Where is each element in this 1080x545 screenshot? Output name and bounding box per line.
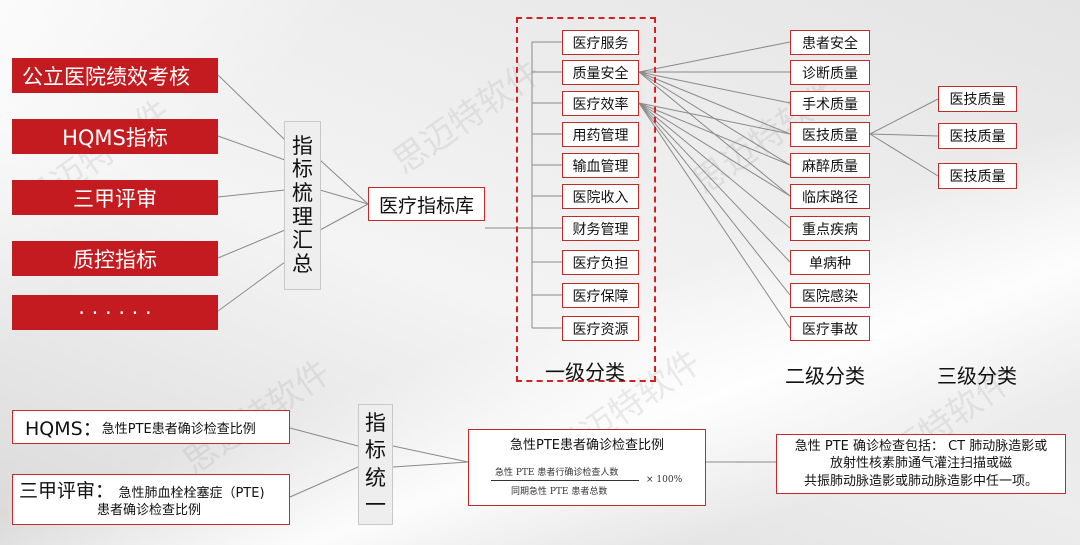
formula-factor: × 100% — [646, 475, 683, 485]
level1-item: 用药管理 — [562, 122, 639, 147]
unify-char: 一 — [365, 492, 386, 517]
source-performance-assessment: 公立医院绩效考核 — [12, 58, 218, 93]
level1-item: 医疗保障 — [562, 283, 639, 308]
level2-item: 诊断质量 — [790, 60, 870, 85]
level1-item: 质量安全 — [562, 60, 639, 85]
level3-item: 医技质量 — [938, 123, 1017, 149]
pte-note-line2: 放射性核素肺通气灌注扫描或磁 — [829, 456, 1012, 472]
summary-char: 理 — [292, 204, 313, 229]
unify-char: 标 — [365, 438, 386, 463]
formula-fraction-line — [491, 480, 639, 481]
level1-item: 医疗服务 — [562, 30, 639, 55]
level2-item: 手术质量 — [790, 91, 870, 116]
summary-char: 梳 — [292, 180, 313, 205]
indicator-library: 医疗指标库 — [368, 187, 485, 221]
level1-item: 输血管理 — [562, 153, 639, 178]
level2-item: 医院感染 — [790, 283, 870, 308]
summary-char: 标 — [292, 157, 313, 182]
pte-note-line3: 共振肺动脉造影或肺动脉造影中任一项。 — [803, 473, 1038, 489]
level2-item: 麻醉质量 — [790, 153, 870, 178]
source-tertiary-review: 三甲评审 — [12, 180, 218, 215]
level2-item: 患者安全 — [790, 30, 870, 55]
unify-char: 指 — [365, 410, 386, 435]
hqms-definition: HQMS： 急性PTE患者确诊检查比例 — [12, 410, 290, 444]
formula-title: 急性PTE患者确诊检查比例 — [510, 438, 664, 453]
formula-box: 急性PTE患者确诊检查比例 急性 PTE 患者行确诊检查人数 同期急性 PTE … — [468, 429, 706, 506]
source-qc-indicators: 质控指标 — [12, 241, 218, 276]
tertiary-review-definition: 三甲评审： 急性肺血栓栓塞症（PTE) 患者确诊检查比例 — [12, 474, 290, 525]
pte-note: 急性 PTE 确诊检查包括： CT 肺动脉造影或 放射性核素肺通气灌注扫描或磁 … — [776, 434, 1066, 494]
level2-caption: 二级分类 — [785, 364, 865, 388]
summary-box: 指 标 梳 理 汇 总 — [284, 121, 321, 290]
level1-caption: 一级分类 — [545, 360, 625, 384]
tertiary-text1: 急性肺血栓栓塞症（PTE) — [118, 486, 265, 502]
level2-item: 医疗事故 — [790, 316, 870, 341]
summary-char: 汇 — [292, 228, 313, 253]
hqms-text: 急性PTE患者确诊检查比例 — [101, 421, 256, 437]
tertiary-text2: 患者确诊检查比例 — [97, 503, 202, 519]
level1-item: 医疗效率 — [562, 91, 639, 116]
summary-char: 指 — [292, 133, 313, 158]
level1-item: 医疗负担 — [562, 250, 639, 275]
level2-item: 单病种 — [790, 250, 870, 275]
level1-item: 医院收入 — [562, 184, 639, 209]
level2-item: 医技质量 — [790, 122, 870, 147]
unify-box: 指 标 统 一 — [358, 404, 393, 525]
level2-item: 重点疾病 — [790, 216, 870, 241]
hqms-prefix: HQMS： — [25, 417, 102, 440]
formula-numerator: 急性 PTE 患者行确诊检查人数 — [495, 468, 619, 478]
level1-item: 医疗资源 — [562, 316, 639, 341]
pte-note-line1: 急性 PTE 确诊检查包括： CT 肺动脉造影或 — [794, 438, 1048, 454]
formula-denominator: 同期急性 PTE 患者总数 — [511, 487, 608, 497]
level1-dashed-region — [516, 17, 656, 382]
source-more: · · · · · · — [12, 295, 218, 330]
level2-item: 临床路径 — [790, 184, 870, 209]
tertiary-prefix: 三甲评审： — [19, 480, 115, 503]
unify-char: 统 — [365, 465, 386, 490]
tertiary-line1: 三甲评审： 急性肺血栓栓塞症（PTE) — [19, 480, 265, 503]
summary-char: 总 — [292, 251, 313, 276]
level3-item: 医技质量 — [938, 86, 1017, 112]
level3-item: 医技质量 — [938, 163, 1017, 189]
level3-caption: 三级分类 — [937, 364, 1017, 388]
level1-item: 财务管理 — [562, 216, 639, 241]
source-hqms: HQMS指标 — [12, 119, 218, 154]
